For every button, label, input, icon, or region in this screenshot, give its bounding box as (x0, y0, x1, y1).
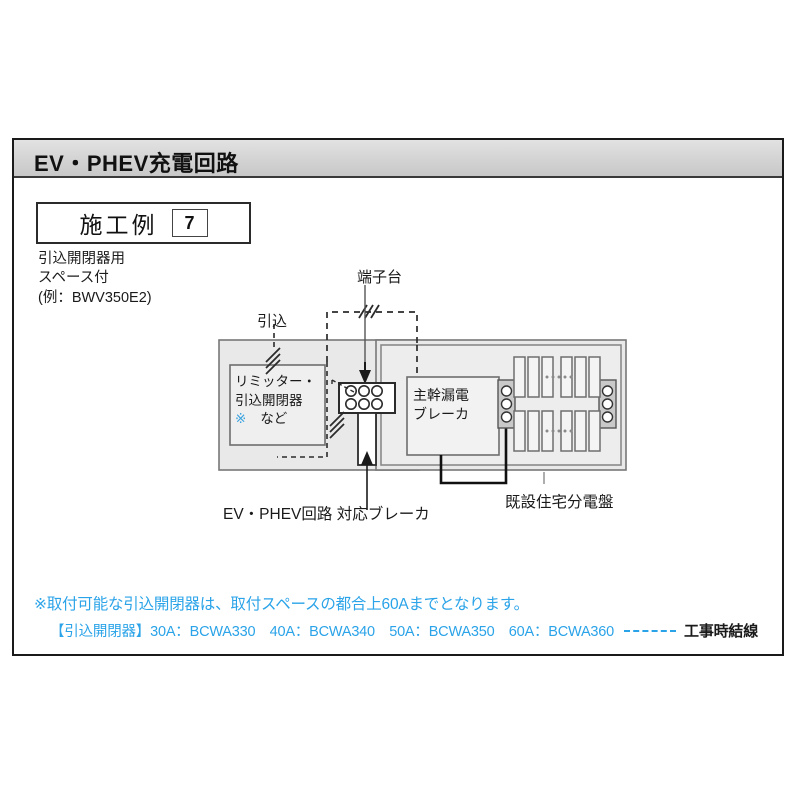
intake-label: 引込 (257, 313, 288, 330)
asterisk-icon: ※ (235, 411, 247, 427)
page-title: EV・PHEV充電回路 (34, 151, 239, 176)
top-dashed-route (326, 311, 418, 362)
footnote-model-list: 【引込開閉器】30A：BCWA330 40A：BCWA340 50A：BCWA3… (50, 624, 615, 640)
example-label: 施工例 (79, 212, 158, 238)
bus-block-left-contacts (500, 385, 513, 423)
limiter-line-3: ※ など (235, 410, 320, 429)
limiter-line-1: リミッター・ (235, 374, 316, 389)
bus-block-right-contacts (601, 385, 614, 423)
terminal-block-label: 端子台 (357, 269, 403, 286)
intake-space-dashed-outline (277, 362, 328, 458)
footnote-line-1: ※取付可能な引込開閉器は、取付スペースの都合上60Aまでとなります。 (34, 596, 529, 613)
breaker-ellipsis-top (545, 375, 573, 379)
splice-marks-limiter-out (329, 411, 345, 439)
section-header-bar: EV・PHEV充電回路 (14, 140, 782, 178)
terminal-arrow-head (359, 370, 371, 384)
ev-phev-breaker-caption: EV・PHEV回路 対応ブレーカ (223, 506, 430, 523)
dashed-line-legend-icon (624, 629, 677, 632)
limiter-line-2: 引込開閉器 (235, 392, 303, 408)
footnote-line-2: 【引込開閉器】30A：BCWA330 40A：BCWA340 50A：BCWA3… (34, 620, 774, 641)
ev-breaker-arrow-head (361, 451, 373, 465)
breaker-ellipsis-bottom (545, 429, 573, 433)
left-annotation-note: 引込開閉器用 スペース付 (例：BWV350E2) (38, 251, 152, 306)
footnote-block: ※取付可能な引込開閉器は、取付スペースの都合上60Aまでとなります。 【引込開閉… (34, 592, 774, 641)
main-breaker-box (406, 376, 500, 456)
wiring-diagram (218, 285, 627, 510)
splice-marks-incoming (265, 347, 281, 375)
footnote-legend-label: 工事時結線 (684, 623, 759, 640)
existing-panel-caption: 既設住宅分電盤 (505, 494, 614, 511)
example-badge: 施工例 7 (36, 202, 251, 244)
branch-breakers-top-right (560, 356, 601, 398)
content-frame: EV・PHEV充電回路 施工例 7 引込開閉器用 スペース付 (例：BWV350… (12, 138, 784, 656)
main-breaker-line-1: 主幹漏電 (413, 387, 469, 403)
example-number-badge: 7 (171, 209, 208, 237)
terminal-block-contacts (344, 385, 383, 410)
main-breaker-line-2: ブレーカ (413, 405, 469, 422)
limiter-box (229, 364, 326, 446)
branch-breakers-bottom-right (560, 410, 601, 452)
main-breaker-text: 主幹漏電 ブレーカ (413, 386, 499, 424)
main-breaker-output-wire (439, 425, 508, 485)
limiter-box-text: リミッター・ 引込開閉器 ※ など (235, 373, 320, 429)
splice-marks-top (358, 304, 380, 319)
limiter-etc-label: など (260, 411, 288, 427)
